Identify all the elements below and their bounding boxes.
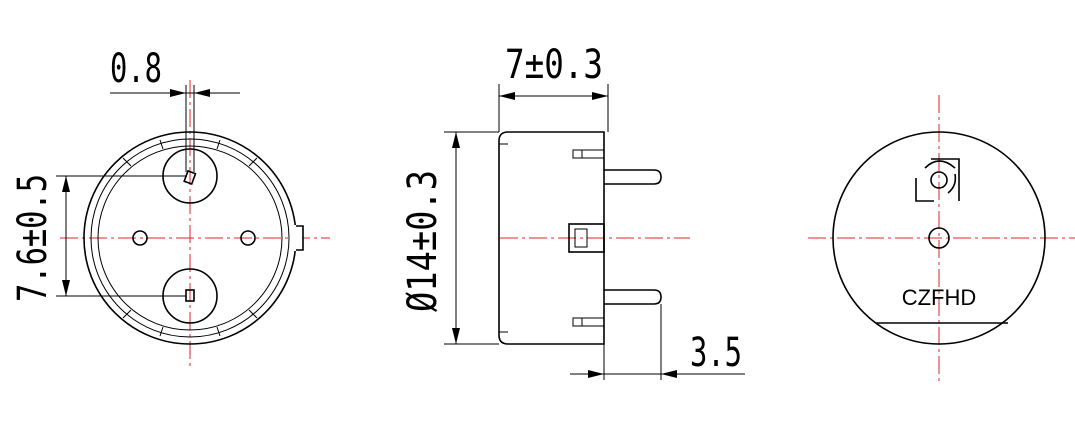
hole-left [132, 230, 148, 246]
side-view: 7±0.3 Ø14±0.3 3.5 [400, 42, 745, 380]
pin-lower [604, 289, 662, 305]
rim-ticks [122, 139, 258, 337]
slot-bottom [572, 317, 605, 327]
pin-upper [604, 169, 662, 185]
logo-icon [915, 158, 960, 202]
dim-pin-width: 0.8 [110, 46, 162, 92]
dim-diameter: Ø14±0.3 [400, 170, 446, 312]
bottom-view: 0.8 7.6±0.5 [10, 46, 330, 370]
hole-right [240, 230, 256, 246]
top-circle [832, 131, 1046, 345]
inner-circle [90, 138, 290, 338]
dim-pin-spacing: 7.6±0.5 [10, 174, 56, 302]
slot-top [572, 149, 605, 159]
side-notch [296, 225, 304, 251]
dim-height: 7±0.3 [505, 42, 603, 88]
brand-label: CZFHD [902, 285, 977, 310]
sound-hole [928, 227, 950, 249]
inner-circle-2 [97, 145, 283, 331]
body-outline [498, 131, 605, 345]
center-clip [568, 223, 605, 253]
dim-pin-length: 3.5 [690, 330, 742, 376]
pin-top [183, 169, 197, 186]
top-view: CZFHD [808, 95, 1075, 385]
